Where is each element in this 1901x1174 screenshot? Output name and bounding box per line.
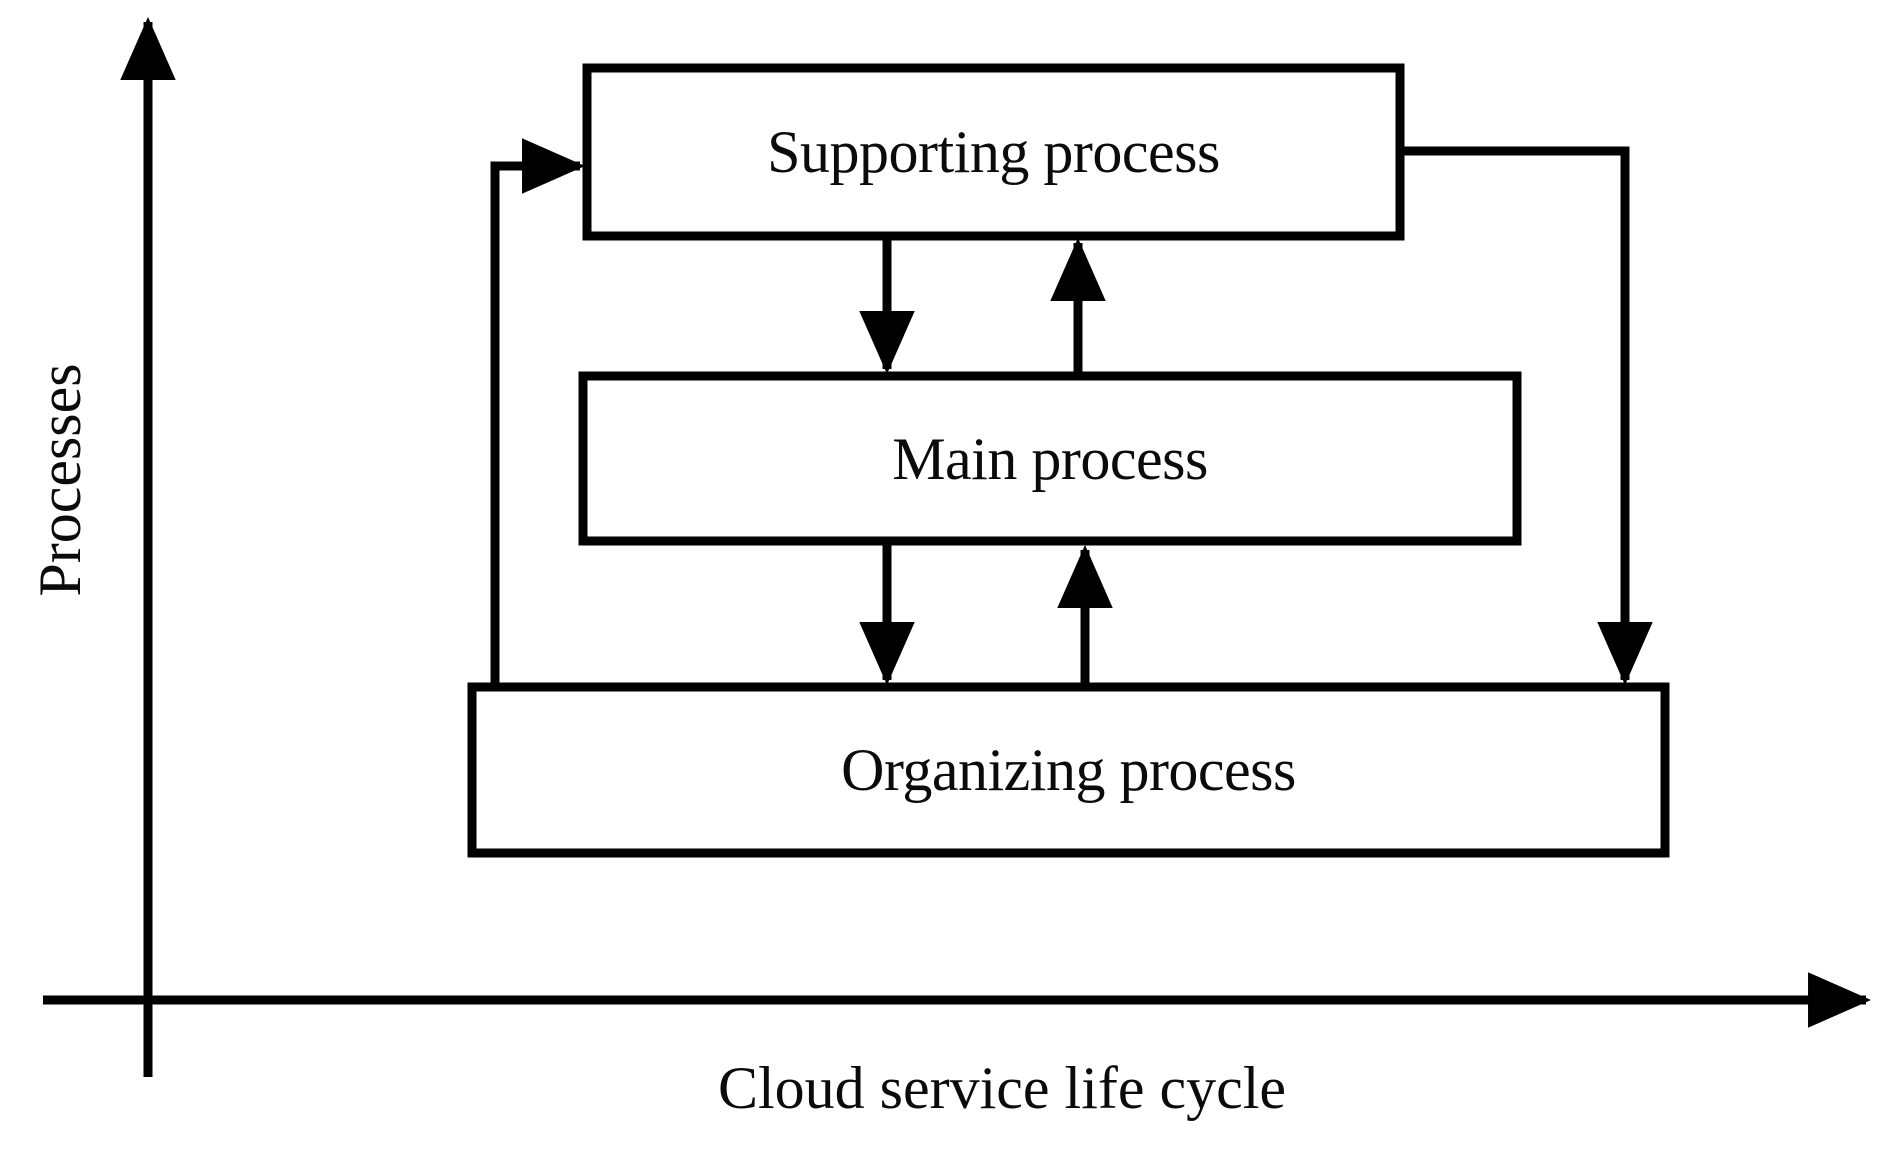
axis-group (43, 16, 1872, 1077)
connector-supporting-to-organizing-right-loop (1400, 146, 1653, 686)
y-axis-title: Processes (27, 363, 93, 597)
box-supporting-process (582, 63, 1405, 241)
connector-organizing-to-supporting-left-loop (490, 138, 586, 687)
box-main-process (578, 371, 1522, 546)
x-axis-title: Cloud service life cycle (717, 1055, 1287, 1121)
box-organizing-process (467, 682, 1670, 858)
